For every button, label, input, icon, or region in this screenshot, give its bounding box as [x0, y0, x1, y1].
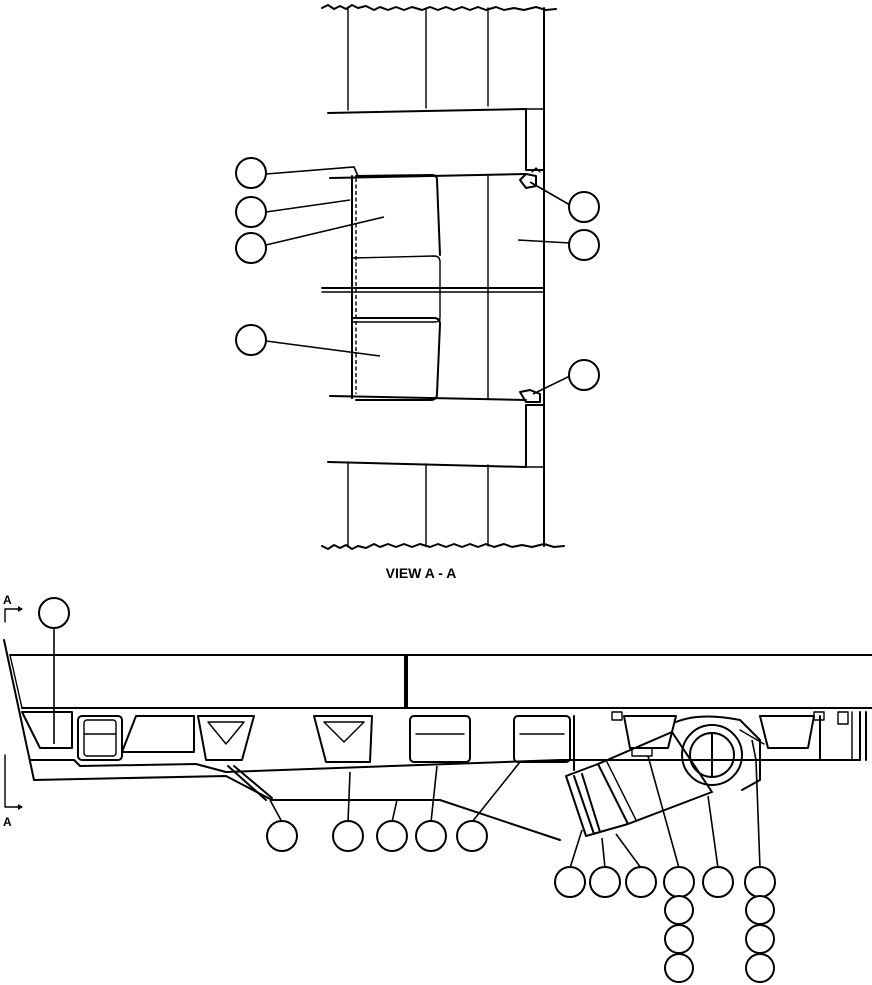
- view-a-a-detail: [235, 4, 600, 550]
- section-marker-top-letter: A: [3, 593, 12, 607]
- view-caption: VIEW A - A: [386, 565, 457, 581]
- top-break-line: [321, 4, 557, 11]
- section-marker-bottom-letter: A: [3, 815, 12, 829]
- section-marker: A A: [3, 593, 23, 829]
- main-assembly-view: [3, 597, 872, 983]
- bottom-break-line: [321, 543, 565, 550]
